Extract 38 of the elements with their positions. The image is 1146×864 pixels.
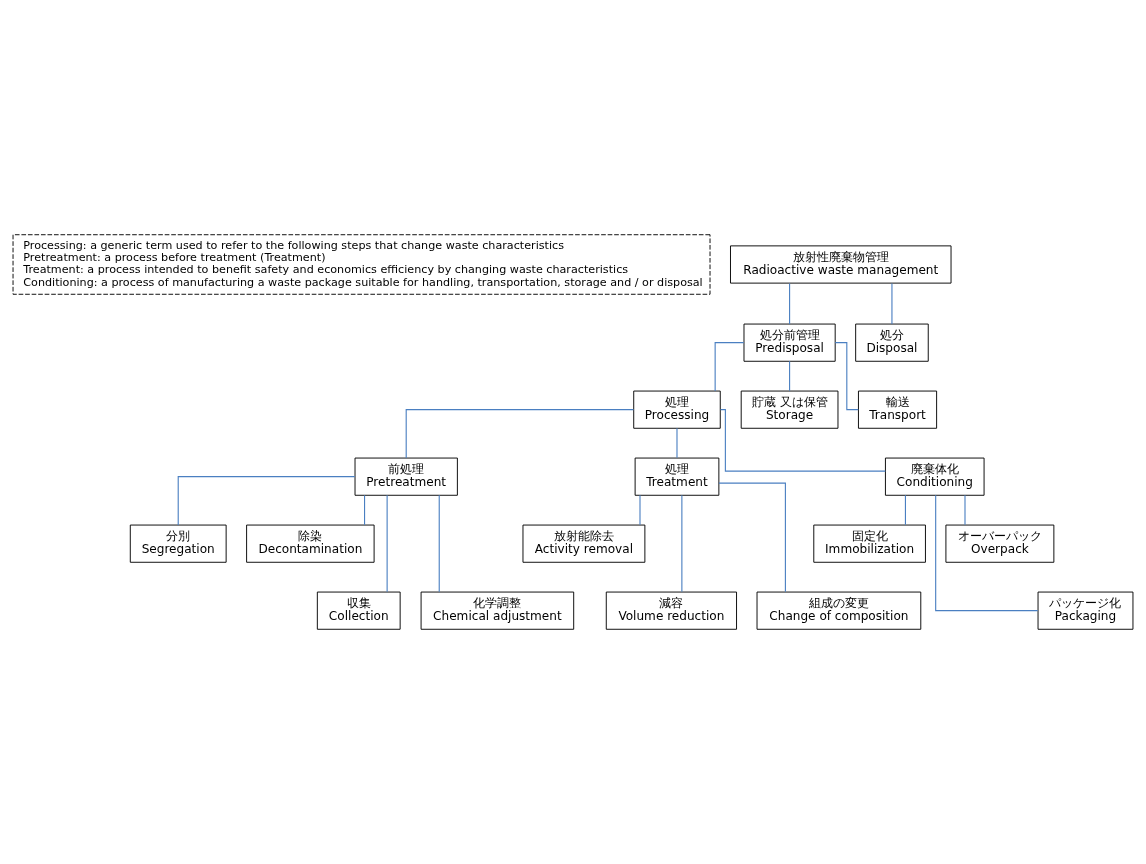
node-box: 処理 Treatment bbox=[634, 457, 720, 496]
node-box: 処分 Disposal bbox=[855, 323, 929, 362]
connector bbox=[904, 494, 906, 526]
node-box: 処分前管理 Predisposal bbox=[743, 323, 836, 362]
node-box: 分別 Segregation bbox=[129, 524, 227, 563]
node-box: 放射性廃棄物管理 Radioactive waste management bbox=[730, 245, 952, 284]
connector bbox=[676, 427, 678, 459]
connector bbox=[720, 409, 886, 472]
connector bbox=[639, 494, 641, 526]
connector bbox=[964, 494, 966, 526]
connector bbox=[834, 342, 859, 411]
connector bbox=[718, 482, 786, 593]
node-box: 減容 Volume reduction bbox=[605, 591, 737, 630]
connector bbox=[714, 342, 745, 392]
node-box: パッケージ化 Packaging bbox=[1037, 591, 1134, 630]
connector bbox=[177, 476, 356, 526]
node-box: 化学調整 Chemical adjustment bbox=[420, 591, 575, 630]
node-box: 前処理 Pretreatment bbox=[354, 457, 458, 496]
node-box: Processing: a generic term used to refer to the following steps that change waste characteristics Pretreatment: a process before treatment (Treatment) Treatment: a process intended to benefit safety and economics efficiency by changing waste characteristics Conditioning: a process of manufacturing a waste package suitable for handling, transportation, storage and / or disposal bbox=[12, 234, 711, 295]
node-box: 組成の変更 Change of composition bbox=[756, 591, 922, 630]
connector bbox=[789, 360, 791, 392]
connector bbox=[386, 494, 388, 593]
connector bbox=[681, 494, 683, 593]
connector bbox=[405, 409, 635, 459]
node-box: 収集 Collection bbox=[316, 591, 401, 630]
node-box: 廃棄体化 Conditioning bbox=[884, 457, 985, 496]
node-box: 除染 Decontamination bbox=[246, 524, 375, 563]
node-box: 放射能除去 Activity removal bbox=[522, 524, 646, 563]
connector bbox=[891, 282, 893, 325]
node-box: オーバーパック Overpack bbox=[945, 524, 1055, 563]
node-box: 固定化 Immobilization bbox=[813, 524, 926, 563]
node-box: 輸送 Transport bbox=[858, 390, 938, 429]
connector bbox=[364, 494, 366, 526]
node-box: 処理 Processing bbox=[633, 390, 721, 429]
connector bbox=[935, 494, 1039, 612]
node-box: 貯蔵 又は保管 Storage bbox=[740, 390, 839, 429]
connector bbox=[789, 282, 791, 325]
connector bbox=[438, 494, 440, 593]
